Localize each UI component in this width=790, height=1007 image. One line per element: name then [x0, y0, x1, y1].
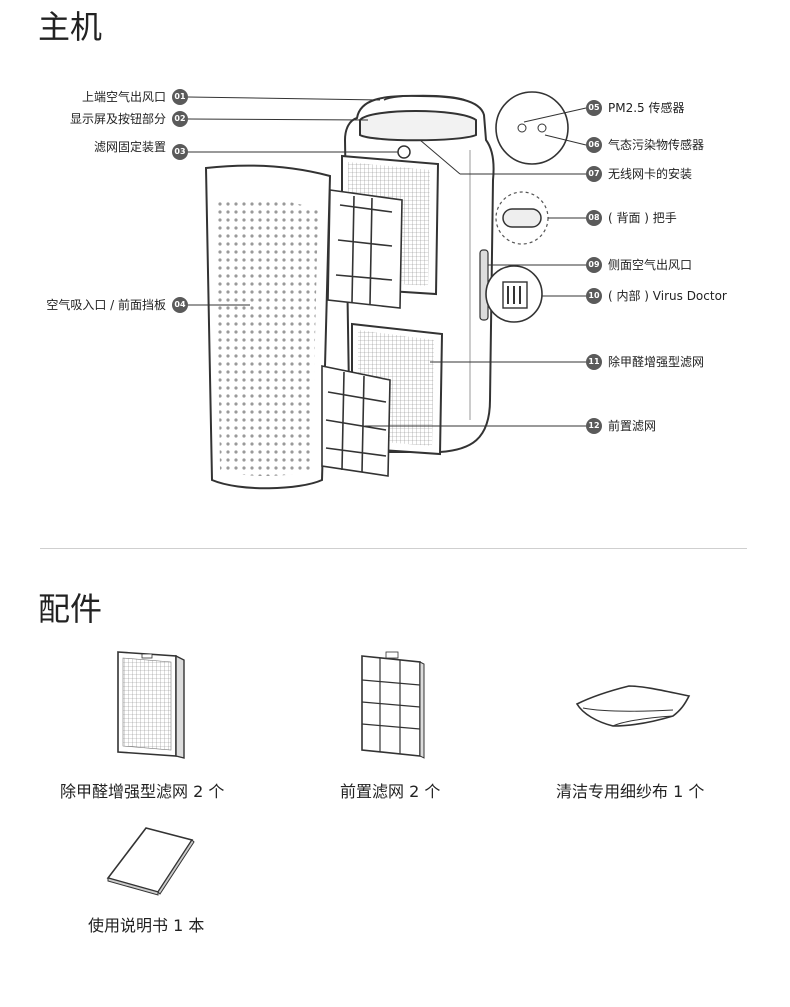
- part-label-03: 滤网固定装置: [93, 140, 166, 154]
- part-badge-01: 01: [172, 89, 188, 105]
- part-badge-07: 07: [586, 166, 602, 182]
- part-label-01: 上端空气出风口: [81, 90, 166, 104]
- formaldehyde-filter-icon: [117, 651, 185, 759]
- part-badge-04: 04: [172, 297, 188, 313]
- part-label-04: 空气吸入口 / 前面挡板: [46, 298, 166, 312]
- purifier-diagram: [187, 91, 587, 490]
- manual-icon: [106, 827, 195, 896]
- part-badge-09: 09: [586, 257, 602, 273]
- upper-pre-filter: [327, 189, 403, 309]
- part-badge-08: 08: [586, 210, 602, 226]
- part-badge-05: 05: [586, 100, 602, 116]
- part-label-09: 侧面空气出风口: [608, 258, 693, 272]
- part-badge-03: 03: [172, 144, 188, 160]
- part-badge-11: 11: [586, 354, 602, 370]
- front-panel: [204, 164, 332, 490]
- accessory-label-formaldehyde-filter: 除甲醛增强型滤网 2 个: [60, 782, 225, 801]
- part-label-07: 无线网卡的安装: [608, 167, 693, 181]
- part-label-05: PM2.5 传感器: [608, 101, 685, 115]
- leader-lines: [187, 96, 587, 427]
- accessories-title: 配件: [38, 590, 103, 628]
- part-label-08: ( 背面 ) 把手: [608, 211, 677, 225]
- section-divider: [40, 548, 747, 549]
- accessory-label-cleaning-cloth: 清洁专用细纱布 1 个: [556, 782, 705, 801]
- cleaning-cloth-icon: [575, 685, 691, 727]
- part-label-06: 气态污染物传感器: [608, 138, 705, 152]
- accessory-label-pre-filter: 前置滤网 2 个: [340, 782, 441, 801]
- part-badge-06: 06: [586, 137, 602, 153]
- lower-pre-filter: [321, 365, 391, 477]
- part-label-12: 前置滤网: [608, 419, 657, 433]
- handle-detail-circle: [495, 191, 549, 245]
- virus-doctor-detail-circle: [485, 265, 543, 323]
- part-label-10: ( 内部 ) Virus Doctor: [608, 289, 727, 303]
- part-label-11: 除甲醛增强型滤网: [608, 355, 705, 369]
- part-badge-12: 12: [586, 418, 602, 434]
- part-badge-10: 10: [586, 288, 602, 304]
- pre-filter-icon: [361, 651, 425, 759]
- part-badge-02: 02: [172, 111, 188, 127]
- main-unit-title: 主机: [38, 8, 103, 46]
- part-label-02: 显示屏及按钮部分: [69, 112, 166, 126]
- accessory-label-manual: 使用说明书 1 本: [88, 916, 205, 935]
- sensor-detail-circle: [495, 91, 569, 165]
